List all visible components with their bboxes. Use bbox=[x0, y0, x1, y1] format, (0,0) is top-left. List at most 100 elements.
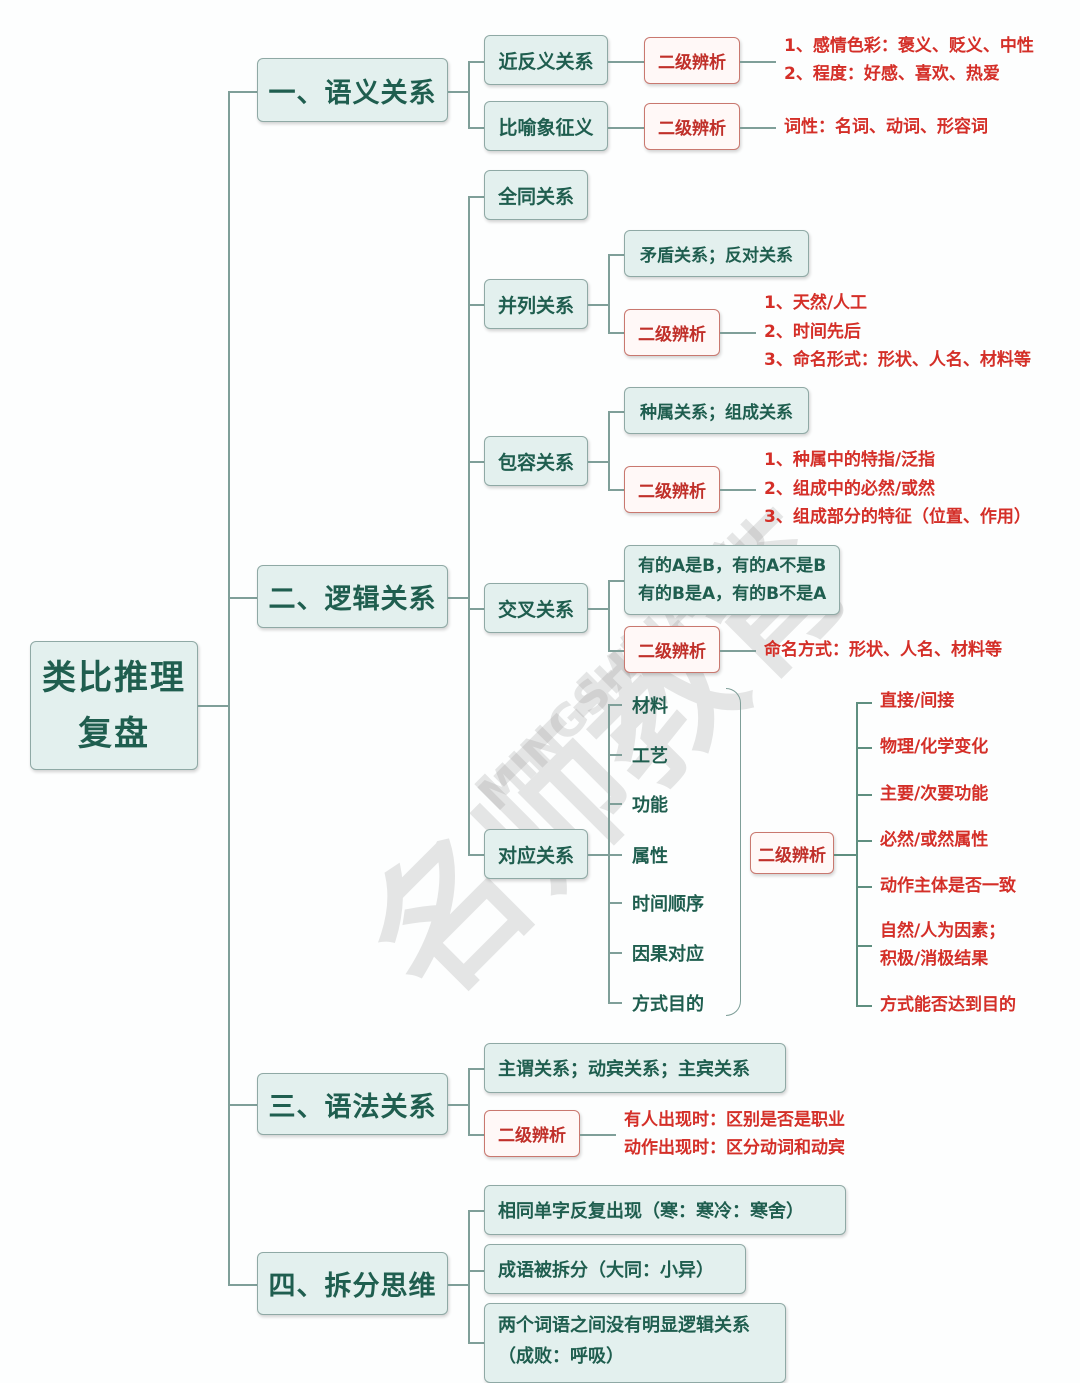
root-node[interactable]: 类比推理 复盘 bbox=[30, 641, 198, 770]
connector bbox=[468, 608, 484, 610]
secondary-analysis-box[interactable]: 二级辨析 bbox=[644, 103, 740, 150]
connector bbox=[608, 61, 644, 63]
node-label: 二级辨析 bbox=[638, 325, 706, 345]
note-line: 有人出现时：区别是否是职业 bbox=[624, 1110, 845, 1130]
note-line: 积极/消极结果 bbox=[880, 949, 989, 969]
node-label: 包容关系 bbox=[497, 451, 574, 474]
connector bbox=[856, 794, 872, 796]
connector bbox=[608, 580, 610, 650]
node-label: （成败：呼吸） bbox=[498, 1346, 624, 1367]
connector bbox=[228, 1284, 258, 1286]
connector bbox=[608, 650, 624, 652]
node-label: 全同关系 bbox=[497, 185, 574, 208]
correspondence-item: 功能 bbox=[632, 795, 668, 816]
connector bbox=[740, 61, 776, 63]
note-line: 必然/或然属性 bbox=[880, 830, 989, 850]
secondary-analysis-box[interactable]: 二级辨析 bbox=[624, 466, 720, 513]
connector bbox=[448, 1104, 468, 1106]
connector bbox=[608, 1002, 622, 1004]
connector bbox=[468, 1342, 484, 1344]
node-parallel[interactable]: 并列关系 bbox=[484, 279, 588, 329]
connector bbox=[720, 489, 756, 491]
secondary-analysis-box[interactable]: 二级辨析 bbox=[750, 832, 834, 874]
branch-semantic[interactable]: 一、语义关系 bbox=[257, 58, 448, 122]
connector bbox=[608, 332, 624, 334]
root-title-line1: 类比推理 bbox=[42, 657, 186, 698]
connector bbox=[608, 952, 622, 954]
note-line: 1、感情色彩：褒义、贬义、中性 bbox=[784, 36, 1034, 56]
correspondence-item: 方式目的 bbox=[632, 994, 704, 1015]
node-label: 相同单字反复出现（寒：寒冷：寒舍） bbox=[498, 1201, 804, 1222]
correspondence-item: 材料 bbox=[632, 696, 668, 717]
connector bbox=[228, 597, 258, 599]
connector bbox=[608, 254, 610, 332]
node-metaphor-symbol[interactable]: 比喻象征义 bbox=[484, 101, 608, 151]
node-label: 二级辨析 bbox=[638, 482, 706, 502]
connector bbox=[588, 608, 608, 610]
secondary-analysis-box[interactable]: 二级辨析 bbox=[624, 626, 720, 673]
secondary-analysis-box[interactable]: 二级辨析 bbox=[484, 1110, 580, 1157]
node-split-no-logic[interactable]: 两个词语之间没有明显逻辑关系 （成败：呼吸） bbox=[484, 1303, 786, 1383]
connector bbox=[468, 461, 484, 463]
node-grammar-detail[interactable]: 主谓关系；动宾关系；主宾关系 bbox=[484, 1043, 786, 1093]
connector bbox=[856, 840, 872, 842]
connector bbox=[608, 902, 622, 904]
connector bbox=[856, 702, 858, 1005]
branch-grammar[interactable]: 三、语法关系 bbox=[257, 1073, 448, 1135]
node-label: 矛盾关系；反对关系 bbox=[640, 246, 793, 266]
node-inclusion[interactable]: 包容关系 bbox=[484, 436, 588, 486]
root-title-line2: 复盘 bbox=[78, 713, 150, 754]
node-intersection[interactable]: 交叉关系 bbox=[484, 583, 588, 633]
connector bbox=[468, 127, 484, 129]
connector bbox=[608, 127, 644, 129]
connector bbox=[608, 854, 622, 856]
connector bbox=[856, 945, 872, 947]
node-label: 交叉关系 bbox=[497, 598, 574, 621]
note-line: 动作出现时：区分动词和动宾 bbox=[624, 1138, 845, 1158]
note-line: 主要/次要功能 bbox=[880, 784, 989, 804]
node-label: 成语被拆分（大同：小异） bbox=[498, 1260, 714, 1281]
node-parallel-detail[interactable]: 矛盾关系；反对关系 bbox=[624, 230, 809, 277]
connector bbox=[468, 1068, 484, 1070]
connector bbox=[588, 854, 608, 856]
node-intersection-detail[interactable]: 有的A是B，有的A不是B 有的B是A，有的B不是A bbox=[624, 545, 840, 615]
node-label: 主谓关系；动宾关系；主宾关系 bbox=[498, 1059, 750, 1080]
connector bbox=[468, 1270, 484, 1272]
note-line: 自然/人为因素； bbox=[880, 921, 1006, 941]
node-inclusion-detail[interactable]: 种属关系；组成关系 bbox=[624, 387, 809, 434]
node-label: 二级辨析 bbox=[758, 845, 826, 866]
branch-logic[interactable]: 二、逻辑关系 bbox=[257, 565, 448, 628]
correspondence-item: 时间顺序 bbox=[632, 894, 704, 915]
node-label: 种属关系；组成关系 bbox=[640, 403, 793, 423]
secondary-analysis-box[interactable]: 二级辨析 bbox=[624, 309, 720, 356]
note-line: 词性：名词、动词、形容词 bbox=[784, 117, 988, 137]
connector bbox=[468, 196, 470, 854]
node-split-repeat-char[interactable]: 相同单字反复出现（寒：寒冷：寒舍） bbox=[484, 1185, 846, 1235]
node-label: 两个词语之间没有明显逻辑关系 bbox=[498, 1315, 750, 1336]
node-split-idiom[interactable]: 成语被拆分（大同：小异） bbox=[484, 1244, 746, 1294]
note-line: 命名方式：形状、人名、材料等 bbox=[764, 640, 1002, 660]
connector bbox=[468, 1068, 470, 1134]
node-synonym-antonym[interactable]: 近反义关系 bbox=[484, 35, 608, 85]
branch-split[interactable]: 四、拆分思维 bbox=[257, 1252, 448, 1315]
connector bbox=[608, 411, 624, 413]
note-line: 直接/间接 bbox=[880, 691, 955, 711]
connector bbox=[198, 705, 228, 707]
connector bbox=[580, 1134, 616, 1136]
note-line: 1、种属中的特指/泛指 bbox=[764, 450, 936, 470]
connector bbox=[468, 304, 484, 306]
connector bbox=[608, 754, 622, 756]
connector bbox=[720, 332, 756, 334]
connector bbox=[468, 1210, 470, 1342]
node-correspondence[interactable]: 对应关系 bbox=[484, 829, 588, 879]
branch-logic-label: 二、逻辑关系 bbox=[268, 584, 437, 615]
secondary-analysis-box[interactable]: 二级辨析 bbox=[644, 37, 740, 84]
connector bbox=[448, 1284, 468, 1286]
connector bbox=[468, 61, 470, 127]
connector bbox=[856, 1005, 872, 1007]
node-label: 有的B是A，有的B不是A bbox=[638, 584, 827, 604]
node-label: 二级辨析 bbox=[658, 119, 726, 139]
node-label: 近反义关系 bbox=[498, 50, 594, 73]
node-identical[interactable]: 全同关系 bbox=[484, 170, 588, 220]
note-line: 2、时间先后 bbox=[764, 322, 861, 342]
